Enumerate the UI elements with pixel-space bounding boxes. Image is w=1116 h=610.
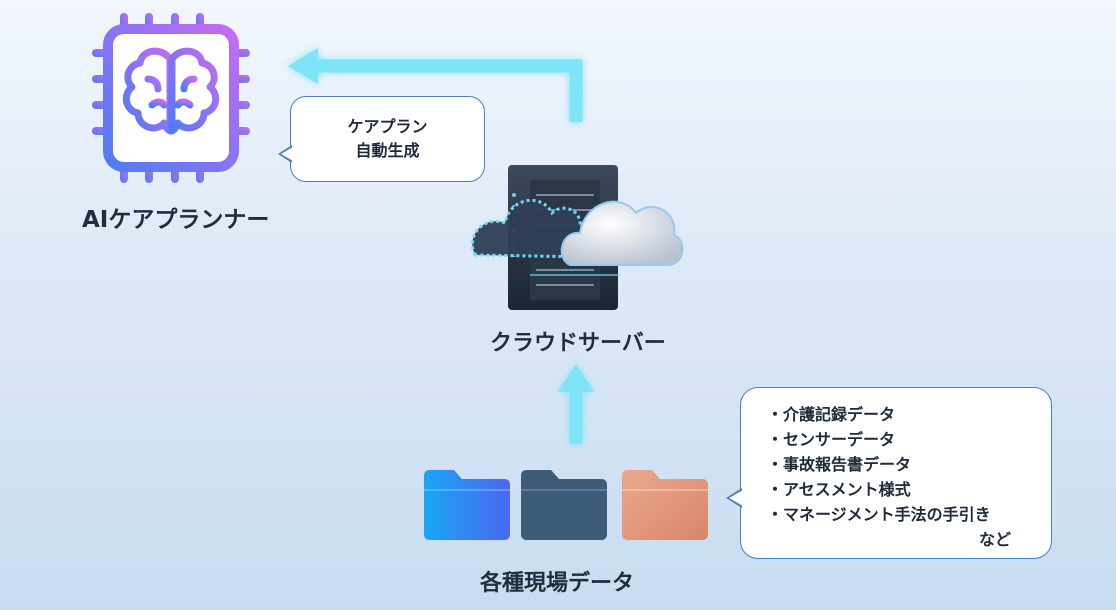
- list-item: ・アセスメント様式: [767, 480, 911, 499]
- folder-icon: [622, 470, 708, 540]
- folder-icon: [521, 470, 607, 540]
- arrow-data-to-cloud: [558, 364, 594, 444]
- folder-icon: [424, 470, 510, 540]
- cpu-brain-icon: [92, 13, 250, 183]
- list-suffix: など: [978, 530, 1011, 549]
- cloud-server-icon: [470, 165, 684, 310]
- cloud-server-label: クラウドサーバー: [490, 331, 666, 356]
- list-item: ・センサーデータ: [767, 430, 896, 449]
- arrow-cloud-to-ai: [288, 48, 583, 122]
- data-list-callout: ・介護記録データ ・センサーデータ ・事故報告書データ ・アセスメント様式 ・マ…: [726, 387, 1052, 559]
- list-item: ・マネージメント手法の手引き: [767, 505, 991, 524]
- callout-line: ケアプラン: [347, 117, 428, 136]
- data-sources-label: 各種現場データ: [480, 571, 635, 596]
- callout-line: 自動生成: [355, 141, 420, 160]
- care-plan-callout: ケアプラン 自動生成: [278, 96, 485, 182]
- ai-planner-label: AIケアプランナー: [82, 207, 270, 233]
- list-item: ・事故報告書データ: [767, 455, 912, 474]
- list-item: ・介護記録データ: [767, 405, 896, 424]
